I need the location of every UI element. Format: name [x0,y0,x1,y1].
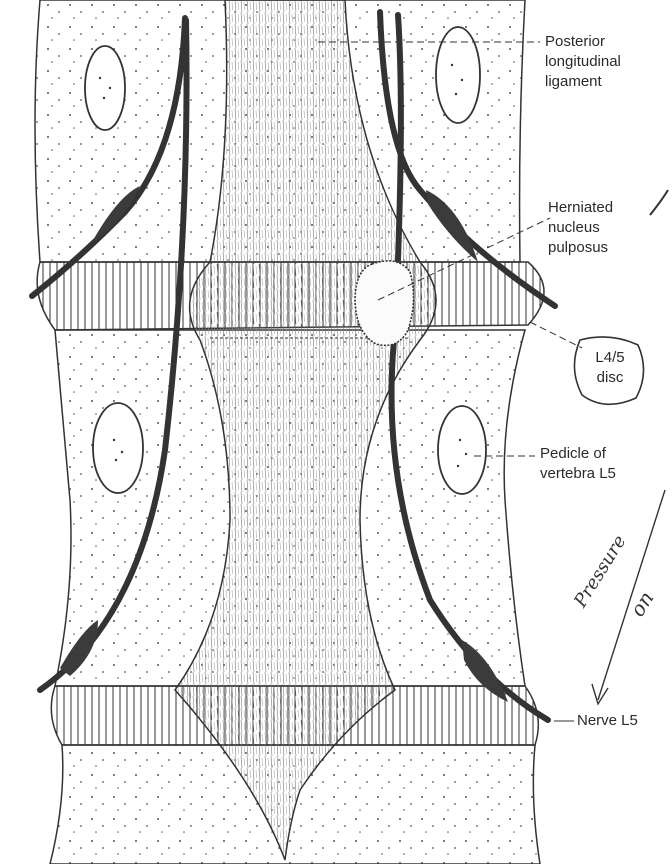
label-pedicle-l5: Pedicle of vertebra L5 [540,444,616,484]
pedicle-l5-right [438,406,486,494]
leader-disc [530,322,582,348]
label-l45-disc: L4/5 disc [585,348,635,388]
pedicle-l5-left [93,403,143,493]
pedicle-l4-right [436,27,480,123]
herniated-nucleus-pulposus [355,261,414,346]
label-posterior-longitudinal-ligament: Posterior longitudinal ligament [545,32,621,92]
label-nerve-l5: Nerve L5 [577,711,638,731]
label-herniated-nucleus-pulposus: Herniated nucleus pulposus [548,198,613,258]
pedicle-l4-left [85,46,125,130]
handwritten-mark-top [650,190,668,215]
